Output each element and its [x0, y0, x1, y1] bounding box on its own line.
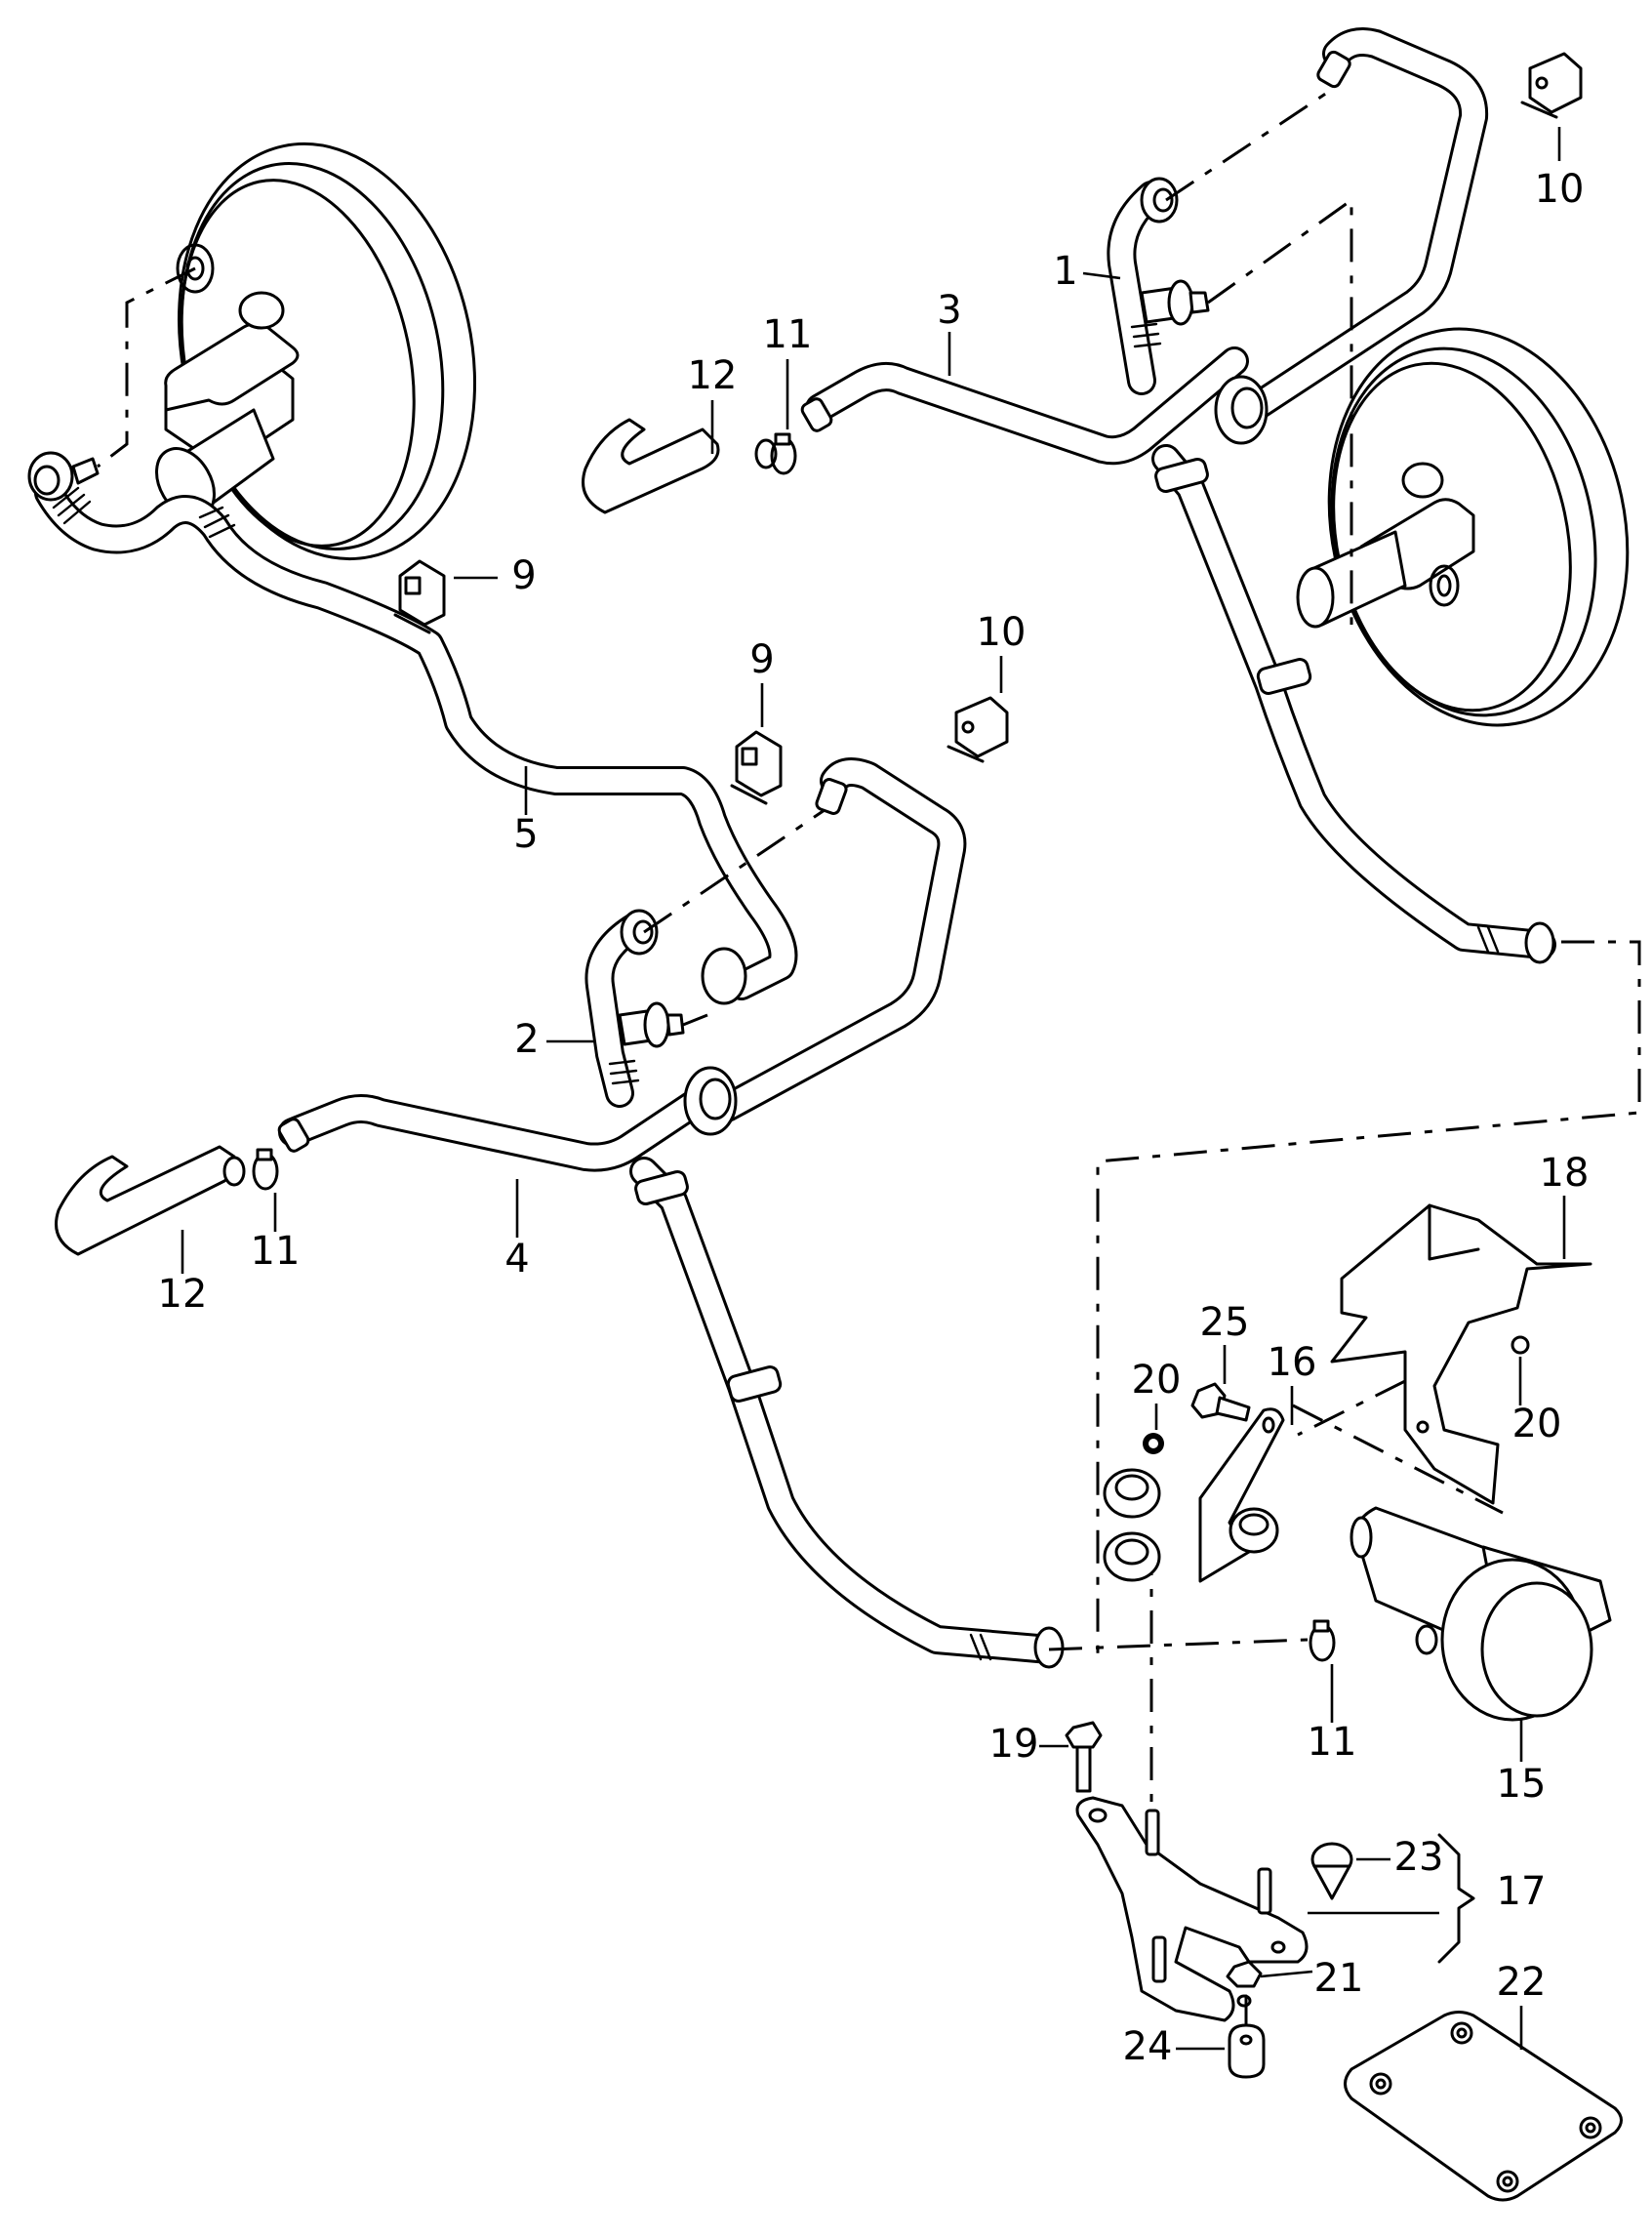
nut-20-left — [1143, 1433, 1164, 1454]
callout-20-right: 20 — [1512, 1402, 1562, 1446]
mounting-bracket — [1075, 1796, 1309, 2022]
bolt-19 — [1065, 1721, 1103, 1793]
callout-10-upper: 10 — [1535, 167, 1585, 212]
hose-clip-9-lower — [730, 730, 783, 805]
callout-22: 22 — [1497, 1960, 1547, 2005]
callout-4: 4 — [504, 1237, 529, 1282]
callout-11-lower: 11 — [251, 1229, 301, 1274]
bolt-25 — [1190, 1382, 1251, 1422]
callout-17: 17 — [1497, 1869, 1547, 1914]
callout-10-lower: 10 — [977, 610, 1027, 655]
cover-plate — [1344, 2011, 1623, 2202]
t-piece-assembly-lower — [584, 757, 1065, 1669]
nut-20-right — [1511, 1335, 1530, 1355]
bracket-17-brace — [1437, 1833, 1475, 1964]
hose-clip-10-upper — [1520, 52, 1583, 119]
callout-1: 1 — [1053, 249, 1077, 294]
leader-lines — [181, 127, 1566, 2051]
callout-21: 21 — [1314, 1956, 1364, 2001]
hose-clip-10-lower — [947, 696, 1009, 763]
callout-2: 2 — [514, 1017, 539, 1062]
callout-25: 25 — [1200, 1300, 1250, 1345]
assembly-lines — [97, 91, 1641, 1835]
callout-9-upper: 9 — [511, 553, 536, 598]
callout-12-lower: 12 — [158, 1272, 208, 1317]
callout-labels: 10 1 3 11 12 9 9 10 5 2 12 11 4 18 25 16… — [158, 167, 1590, 2069]
callout-15: 15 — [1497, 1762, 1547, 1807]
vacuum-hose-3 — [800, 346, 1249, 466]
callout-11-upper: 11 — [763, 312, 813, 357]
t-piece-assembly-upper — [1107, 27, 1556, 964]
hose-clamp-upper — [770, 432, 797, 475]
callout-11-pump: 11 — [1308, 1720, 1357, 1765]
callout-5: 5 — [513, 812, 538, 857]
intake-connector-lower — [55, 1145, 246, 1256]
brake-booster-right — [1296, 327, 1630, 727]
callout-20-left: 20 — [1132, 1358, 1182, 1403]
callout-12-upper: 12 — [688, 353, 738, 398]
hose-clamp-pump — [1309, 1619, 1336, 1662]
hose-clip-9-upper — [393, 559, 446, 634]
callout-23: 23 — [1394, 1835, 1444, 1880]
nut-21 — [1226, 1960, 1263, 1988]
vacuum-pump — [1350, 1506, 1612, 1722]
hose-clamp-lower — [252, 1148, 279, 1191]
rubber-buffer-23 — [1310, 1842, 1353, 1900]
brake-booster-left — [155, 142, 477, 561]
spacer-24 — [1228, 1994, 1266, 2079]
pump-bracket — [1103, 1407, 1285, 1583]
callout-16: 16 — [1268, 1340, 1317, 1385]
callout-24: 24 — [1123, 2024, 1173, 2069]
callout-18: 18 — [1540, 1151, 1590, 1196]
callout-19: 19 — [989, 1722, 1039, 1767]
vacuum-hose-4 — [277, 1083, 717, 1172]
heat-shield — [1330, 1203, 1592, 1505]
callout-9-lower: 9 — [749, 637, 774, 682]
callout-3: 3 — [937, 288, 961, 333]
intake-connector-upper — [582, 418, 778, 514]
